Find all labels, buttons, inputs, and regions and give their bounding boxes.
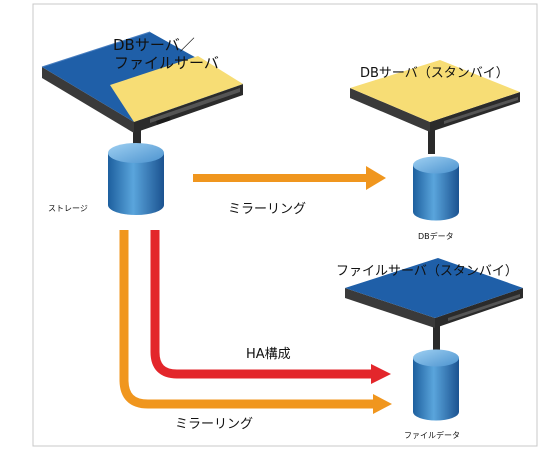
ha-label: HA構成: [246, 347, 291, 362]
file-standby-server-icon: [345, 258, 523, 350]
ha-arrow: [150, 230, 391, 384]
file-standby-label: ファイルサーバ（スタンバイ）: [336, 264, 518, 279]
mirroring-label-bottom: ミラーリング: [175, 417, 254, 432]
file-data-icon: [413, 349, 459, 421]
db-standby-label: DBサーバ（スタンバイ）: [360, 66, 509, 81]
mirroring-label-top: ミラーリング: [228, 202, 307, 217]
primary-server-icon: [41, 31, 243, 151]
diagram-border: [32, 3, 538, 447]
mirroring-arrow-top: [193, 166, 386, 190]
storage-db-icon: [108, 143, 164, 215]
file-data-label: ファイルデータ: [404, 431, 460, 440]
primary-server-label-line2: ファイルサーバ: [114, 54, 219, 72]
primary-server-label-line1: DBサーバ／: [113, 36, 195, 54]
mirroring-arrow-bottom: [119, 230, 392, 414]
db-data-icon: [413, 156, 459, 221]
storage-label: ストレージ: [48, 204, 88, 213]
db-standby-server-icon: [350, 60, 520, 154]
db-data-label: DBデータ: [418, 232, 454, 241]
